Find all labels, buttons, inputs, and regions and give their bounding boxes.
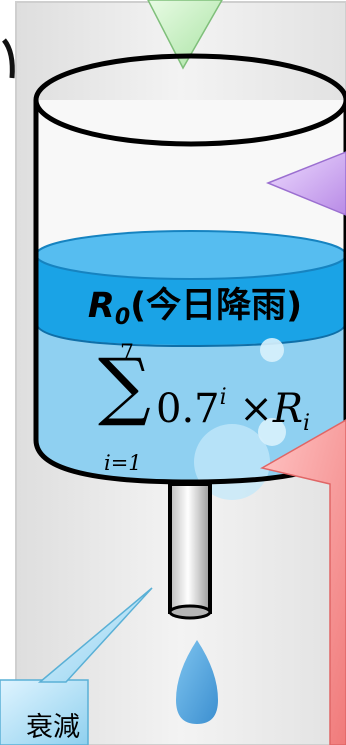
r0-description: (今日降雨) [130,286,303,326]
sum-upper-limit: 7 [120,341,134,366]
water-drop [176,640,218,724]
water-layer-divider [35,321,346,348]
tank-opening [33,53,346,147]
decay-label: 衰減 [26,712,80,743]
decay-formula: 7 ∑ i=1 0.7i ×Ri [98,333,346,493]
rain-variable-subscript: i [303,411,311,436]
formula-term: 0.7i ×Ri [156,386,310,435]
green-callout [147,0,223,70]
water-top-band [36,255,346,345]
water-surface [35,230,346,280]
sum-lower-limit: i=1 [104,451,142,475]
purple-callout [265,151,346,216]
r0-subscript: 0 [114,305,131,330]
bubble [258,418,286,446]
r0-symbol: R [87,286,115,326]
left-edge-arc [1,38,15,79]
r0-label: R0(今日降雨) [44,277,346,330]
multiply-sign: × [226,386,273,432]
bubble [260,338,284,362]
rain-variable: R [272,386,304,432]
pink-callout [259,419,346,745]
blue-callout-pointer [37,587,153,683]
pipe-end [168,604,212,620]
decay-base: 0.7 [156,386,220,432]
outlet-pipe [168,482,212,614]
sum-symbol: ∑ [98,343,151,429]
decay-exponent: i [219,385,227,410]
